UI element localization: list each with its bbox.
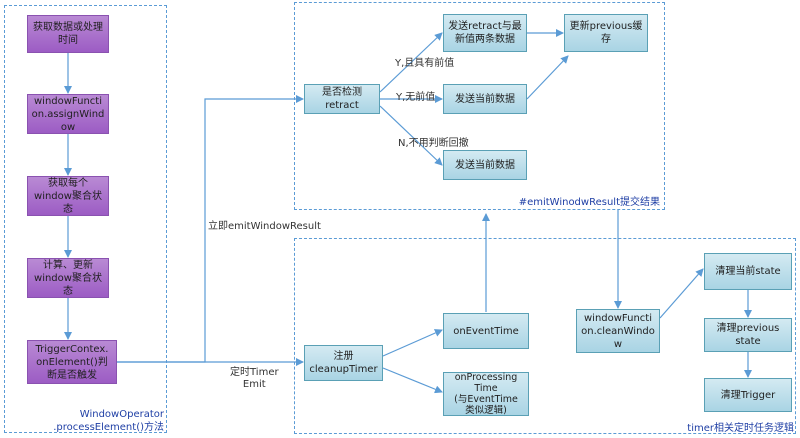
node-clean-state: 清理当前state [704,253,792,290]
edge-label-timer-emit: 定时Timer Emit [230,367,279,390]
node-on-event-time: onEventTime [443,313,529,349]
node-send-current-1: 发送当前数据 [443,84,527,114]
node-send-current-2: 发送当前数据 [443,150,527,180]
node-get-data: 获取数据或处理 时间 [27,15,109,53]
window-operator-frame [4,5,167,433]
node-register-cleanup-timer: 注册 cleanupTimer [304,345,383,381]
node-assign-window: windowFuncti on.assignWind ow [27,94,109,134]
emit-result-frame [294,2,665,210]
window-operator-label: WindowOperator .processElement()方法 [53,409,164,433]
edge-label-y-has-prev: Y,且具有前值 [395,58,455,69]
edge-label-n-no-check: N,不用判断回撤 [398,138,469,149]
emit-result-label: #emitWinodwResult提交结果 [518,197,660,208]
node-clean-previous-state: 清理previous state [704,318,792,352]
node-clean-trigger: 清理Trigger [704,378,792,412]
node-update-window-state: 计算、更新 window聚合状 态 [27,258,109,298]
edge-label-y-no-prev: Y,无前值 [396,92,436,103]
node-check-retract: 是否检测retract [304,84,380,114]
node-update-previous: 更新previous缓 存 [564,14,648,52]
node-trigger-on-element: TriggerContex. onElement()判 断是否触发 [27,340,117,384]
node-on-processing-time: onProcessing Time (与EventTime 类似逻辑) [443,372,529,416]
timer-frame-label: timer相关定时任务逻辑 [687,423,794,434]
timer-frame [294,238,796,434]
node-clean-window: windowFuncti on.cleanWindo w [576,309,660,353]
edge-label-immediate-emit: 立即emitWindowResult [208,221,321,232]
node-send-retract: 发送retract与最 新值两条数据 [443,14,527,52]
node-get-window-state: 获取每个 window聚合状 态 [27,176,109,216]
